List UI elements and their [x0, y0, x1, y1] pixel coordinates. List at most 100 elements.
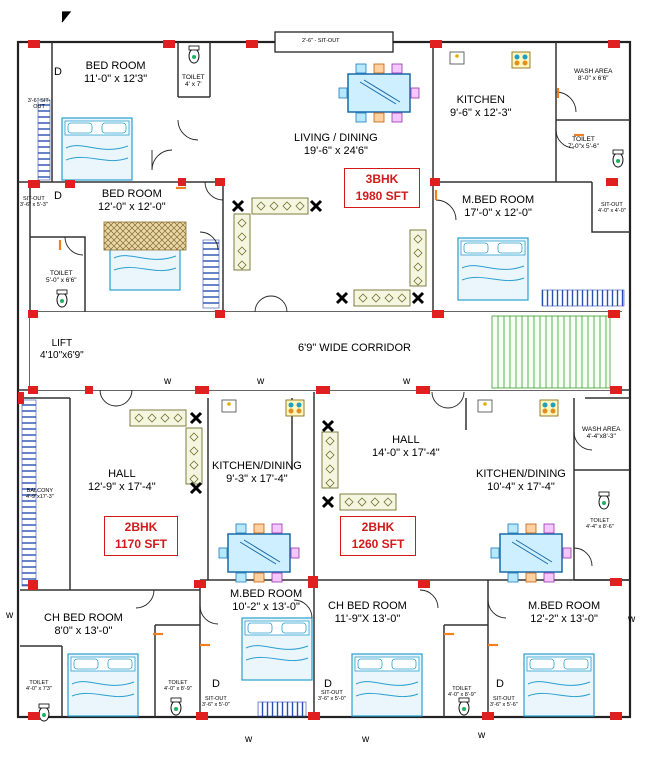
room-size: 5'-0" x 6'6"	[46, 277, 77, 285]
room-name: SIT-OUT	[493, 696, 515, 702]
room-name: TOILET	[590, 518, 610, 524]
room-toilet1-right: TOILET 4'-0" x 8'-9"	[448, 686, 476, 699]
toilet-icon	[612, 149, 624, 168]
room-wash-right: WASH AREA 4'-4"x8'-3"	[582, 426, 620, 441]
bed-icon	[67, 653, 139, 717]
room-name: TOILET	[182, 74, 205, 81]
window-mark: w	[6, 610, 14, 621]
bed-icon	[457, 237, 529, 301]
badge-area: 1260 SFT	[351, 537, 405, 551]
room-toilet-bed1: TOILET 4' x 7'	[182, 74, 205, 89]
room-size: 7'-0"x 5'-6"	[568, 143, 599, 151]
room-hall-left: HALL 12'-9" x 17'-4"	[88, 468, 156, 493]
staircase	[491, 315, 611, 389]
room-chbed-right: CH BED ROOM 11'-9"X 13'-0"	[328, 600, 407, 625]
window-mark: w	[257, 376, 265, 387]
room-name: TOILET	[452, 686, 472, 692]
room-name: HALL	[392, 434, 420, 446]
lift-size: 4'10"x6'9"	[40, 349, 84, 361]
dining-table-icon	[218, 523, 300, 583]
room-name: TOILET	[572, 136, 595, 143]
room-mbed-right: M.BED ROOM 12'-2" x 13'-0"	[528, 600, 600, 625]
room-name: TOILET	[168, 680, 188, 686]
room-name: KITCHEN/DINING	[476, 468, 566, 480]
room-name: TOILET	[49, 270, 73, 277]
dining-table-icon	[338, 63, 420, 123]
sofa-icon	[233, 213, 251, 271]
columns	[18, 40, 622, 720]
room-hall-right: HALL 14'-0" x 17'-4"	[372, 434, 440, 459]
room-name: CH BED ROOM	[328, 600, 407, 612]
badge-area: 1980 SFT	[355, 189, 409, 203]
room-size: 9'-3" x 17'-4"	[226, 472, 288, 485]
north-mark	[61, 11, 72, 23]
badge-title: 2BHK	[361, 520, 395, 534]
room-size: 3'-6" x 5'-3"	[20, 202, 48, 209]
room-size: 4'-4" x 8'-6"	[586, 524, 614, 531]
dining-table-icon	[490, 523, 572, 583]
lift: LIFT 4'10"x6'9"	[40, 338, 84, 361]
toilet-icon	[458, 697, 470, 716]
room-size: 17'-0" x 12'-0"	[464, 206, 532, 219]
room-size: 4'-9"x17'-3"	[26, 494, 54, 501]
room-toilet-mbed: TOILET 7'-0"x 5'-6"	[568, 136, 599, 151]
room-kitchen: KITCHEN 9'-6" x 12'-3"	[450, 94, 512, 119]
room-sitout-left1: 3'-6" SIT-OUT	[26, 98, 52, 111]
window-mark: w	[478, 730, 486, 741]
corridor-label: 6'9" WIDE CORRIDOR	[298, 342, 411, 354]
room-size: 3'-6" x 5'-0"	[318, 696, 346, 703]
room-name: BED ROOM	[85, 60, 146, 72]
room-size: 8'0" x 13'-0"	[54, 624, 113, 637]
toilet-icon	[188, 45, 200, 64]
bed-icon	[61, 117, 133, 181]
room-name: M.BED ROOM	[528, 600, 601, 612]
room-toilet-bed2: TOILET 5'-0" x 6'6"	[46, 270, 77, 285]
sofa-icon	[251, 197, 309, 215]
room-size: 12'-2" x 13'-0"	[530, 612, 598, 625]
door-mark: D	[324, 678, 332, 690]
window-mark: w	[362, 734, 370, 745]
badge-title: 2BHK	[124, 520, 158, 534]
badge-2bhk-right: 2BHK 1260 SFT	[340, 516, 416, 556]
room-size: 19'-6" x 24'6"	[303, 144, 368, 157]
room-kitchen-right: KITCHEN/DINING 10'-4" x 17'-4"	[476, 468, 566, 493]
badge-area: 1170 SFT	[114, 537, 168, 551]
room-name: CH BED ROOM	[44, 612, 123, 624]
room-size: 11'-9"X 13'-0"	[334, 612, 401, 625]
room-sitout-left2: SIT-OUT 3'-6" x 5'-3"	[20, 196, 48, 209]
toilet-icon	[170, 697, 182, 716]
room-size: 10'-4" x 17'-4"	[487, 480, 555, 493]
room-name: SIT-OUT	[601, 202, 623, 208]
room-sitout1-right: SIT-OUT 3'-6" x 5'-0"	[318, 690, 346, 703]
room-chbed-left: CH BED ROOM 8'0" x 13'-0"	[44, 612, 123, 637]
room-mbed: M.BED ROOM 17'-0" x 12'-0"	[462, 194, 534, 219]
sofa-icon	[353, 289, 411, 307]
room-name: KITCHEN	[456, 94, 505, 106]
room-sitout-right: SIT-OUT 4'-0" x 4'-0"	[598, 202, 626, 215]
room-name: SIT-OUT	[321, 690, 343, 696]
room-living: LIVING / DINING 19'-6" x 24'6"	[294, 132, 378, 157]
toilet-icon	[598, 491, 610, 510]
room-size: 14'-0" x 17'-4"	[372, 446, 440, 459]
room-name: SIT-OUT	[23, 196, 45, 202]
sofa-icon	[185, 427, 203, 485]
room-toilet-kitchen-right: TOILET 4'-4" x 8'-6"	[586, 518, 614, 531]
room-size: 8'-0" x 6'6"	[577, 75, 609, 83]
sofa-icon	[321, 431, 339, 489]
room-name: SIT-OUT	[205, 696, 227, 702]
sofa-icon	[129, 409, 187, 427]
room-size: 4'-4"x8'-3"	[586, 433, 616, 441]
room-sitout2-right: SIT-OUT 3'-6" x 5'-6"	[490, 696, 518, 709]
room-size: 9'-6" x 12'-3"	[450, 106, 512, 119]
room-bed1: BED ROOM 11'-0" x 12'3"	[84, 60, 147, 85]
room-name: LIVING / DINING	[294, 132, 378, 144]
room-name: BED ROOM	[101, 188, 162, 200]
room-size: 4'-0" x 8'-9"	[164, 686, 192, 693]
window-mark: w	[164, 376, 172, 387]
door-mark: D	[54, 66, 62, 78]
badge-3bhk: 3BHK 1980 SFT	[344, 168, 420, 208]
room-kitchen-left: KITCHEN/DINING 9'-3" x 17'-4"	[212, 460, 302, 485]
toilet-icon	[38, 703, 50, 722]
room-size: 3'-6" x 5'-0"	[202, 702, 230, 709]
door-mark: D	[54, 190, 62, 202]
